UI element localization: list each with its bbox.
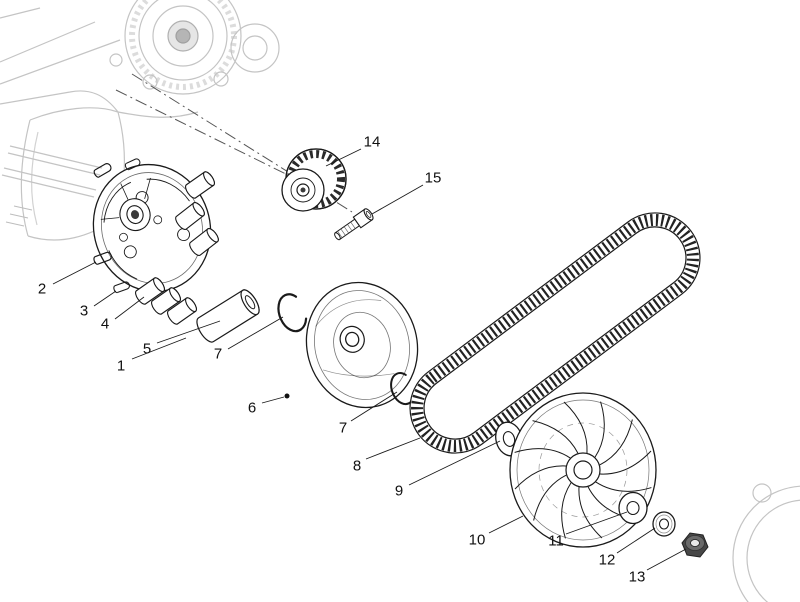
callout-6: 6 [247, 399, 257, 417]
callout-13: 13 [628, 568, 646, 586]
shaft-nut [681, 532, 709, 558]
callout-15: 15 [424, 169, 442, 187]
callout-3: 3 [79, 302, 89, 320]
drive-belt [409, 212, 701, 454]
callout-14: 14 [363, 133, 381, 151]
callout-11: 11 [548, 532, 564, 550]
spacer-bushing [196, 289, 260, 343]
circlip-front [277, 293, 308, 333]
callout-1: 1 [116, 357, 126, 375]
fastening-bolt [334, 208, 374, 241]
callout-8: 8 [352, 457, 362, 475]
leader-lines [52, 148, 687, 571]
drive-face-hub [119, 198, 151, 232]
clutch-bell-background [732, 483, 800, 602]
callout-10: 10 [468, 531, 486, 549]
callout-7a: 7 [213, 345, 223, 363]
callout-5: 5 [142, 340, 152, 358]
callout-4: 4 [100, 315, 110, 333]
callout-12: 12 [598, 551, 616, 569]
washer-12 [652, 511, 676, 537]
callout-2: 2 [37, 280, 47, 298]
callout-6-dot [284, 393, 290, 399]
movable-half-pulley [305, 281, 419, 409]
axis-centerlines [115, 73, 353, 213]
callout-9: 9 [394, 482, 404, 500]
callout-7b: 7 [338, 419, 348, 437]
variator-drive-face [92, 163, 212, 293]
pulley-hub [339, 325, 365, 353]
washer-11 [618, 491, 648, 525]
bearing-roller [281, 148, 347, 212]
